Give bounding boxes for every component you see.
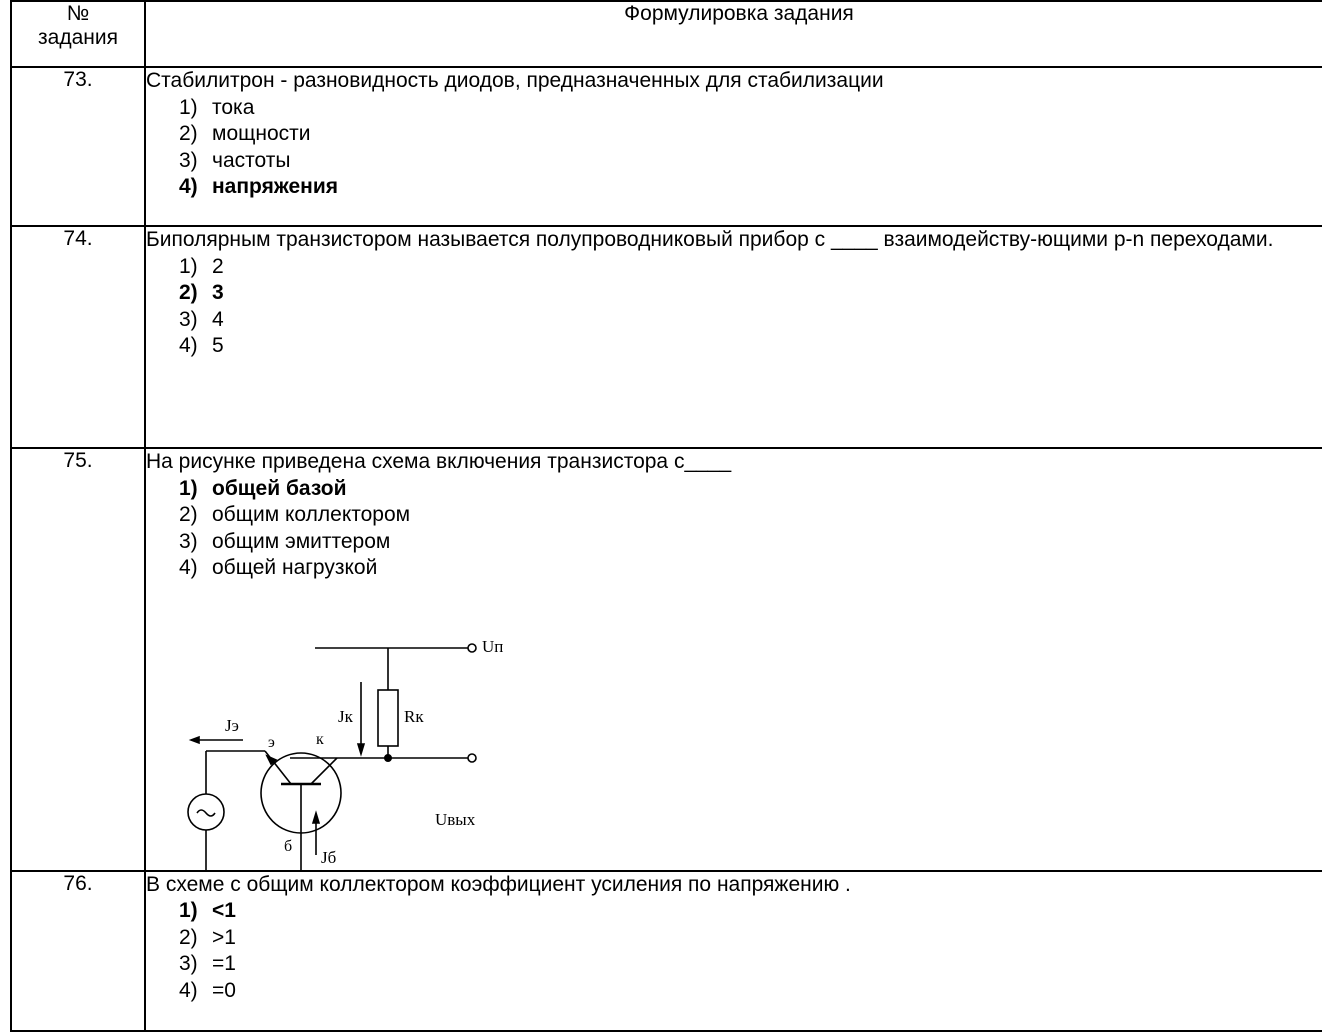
label-resistor: Rк [404,706,424,726]
option-correct: 4)напряжения [179,175,338,198]
ac-source-wave [196,808,216,817]
task-number: 76. [10,869,146,1032]
task-row-75: 75. На рисунке приведена схема включения… [10,447,1322,872]
label-base: б [284,837,293,855]
supply-terminal [467,642,477,653]
header-row: № задания Формулировка задания [10,0,1322,68]
transistor-circuit-diagram: Uп Jк Rк Jэ э к б Jб Uвых [185,630,605,870]
option: 4)=0 [179,978,236,1002]
transistor-emitter-arrow [265,753,278,765]
task-number: 74. [10,225,146,449]
option: 2)общим коллектором [179,503,411,526]
header-number-symbol: № [66,2,90,25]
option: 3)общим эмиттером [179,529,391,553]
task-body: Стабилитрон - разновидность диодов, пред… [144,66,1322,227]
option: 2)>1 [179,925,236,949]
task-number: 75. [10,447,146,872]
header-number-label: задания [38,26,118,49]
label-output-voltage: Uвых [435,809,476,829]
option: 3)=1 [179,952,236,975]
task-body: Биполярным транзистором называется полуп… [144,225,1322,449]
resistor-rk [377,688,399,747]
task-row-73: 73. Стабилитрон - разновидность диодов, … [10,66,1322,227]
task-question: В схеме с общим коллектором коэффициент … [146,872,851,896]
option: 2)мощности [179,122,311,145]
label-emitter: э [268,733,275,751]
option-correct: 1)<1 [179,899,236,922]
task-row-76: 76. В схеме с общим коллектором коэффици… [10,869,1322,1032]
option-correct: 2)3 [179,281,224,304]
option-correct: 1)общей базой [179,476,347,500]
label-collector: к [316,730,324,748]
label-emitter-current: Jэ [225,715,239,735]
output-terminal [467,752,477,763]
base-current-arrowhead [311,809,321,824]
tasks-table: № задания Формулировка задания 73. Стаби… [10,0,1322,1032]
task-question: Стабилитрон - разновидность диодов, пред… [146,69,884,92]
collector-current-arrowhead [356,742,366,757]
option: 4)5 [179,334,224,357]
header-task-text: Формулировка задания [144,0,1322,68]
task-body: В схеме с общим коллектором коэффициент … [144,869,1322,1032]
transistor-collector-lead [310,756,338,785]
circuit-drawing [187,642,477,870]
collector-junction-dot [384,753,393,762]
task-question: На рисунке приведена схема включения тра… [146,450,732,473]
emitter-current-arrowhead [188,735,200,744]
label-collector-current: Jк [338,706,353,726]
option: 3)частоты [179,148,291,172]
header-number-cell: № задания [10,0,146,68]
task-row-74: 74. Биполярным транзистором называется п… [10,225,1322,449]
label-base-current: Jб [321,847,337,867]
label-supply: Uп [482,636,504,656]
task-body: На рисунке приведена схема включения тра… [144,447,1322,872]
option: 1)тока [179,95,255,119]
option: 1)2 [179,254,224,278]
option: 3)4 [179,307,224,331]
option: 4)общей нагрузкой [179,556,378,579]
task-question: Биполярным транзистором называется полуп… [146,228,1274,251]
task-number: 73. [10,66,146,227]
